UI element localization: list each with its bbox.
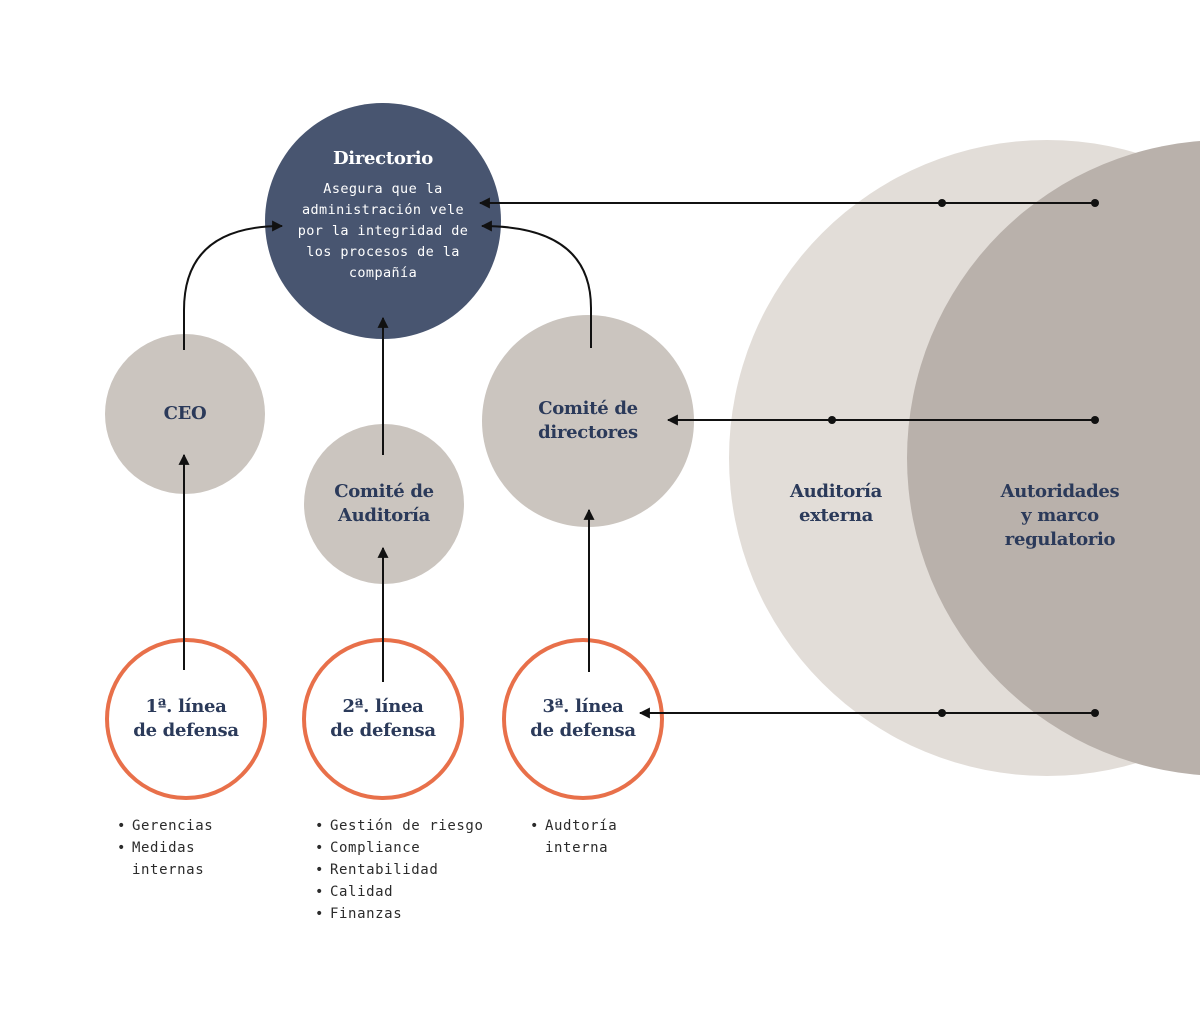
linea-3-list: Audtoría interna [530, 815, 617, 859]
linea-1-list: Gerencias Medidas internas [117, 815, 213, 881]
linea-2-node: 2ª. línea de defensa [302, 638, 464, 800]
linea-1-node: 1ª. línea de defensa [105, 638, 267, 800]
directorio-title: Directorio [333, 147, 433, 169]
list-item: Gerencias [117, 815, 213, 837]
ceo-title: CEO [163, 403, 207, 424]
autoridades-label: Autoridades y marco regulatorio [1000, 481, 1120, 550]
linea-2-list: Gestión de riesgo Compliance Rentabilida… [315, 815, 484, 925]
list-item: Compliance [315, 837, 484, 859]
comite-directores-title: Comité de directores [538, 398, 638, 443]
list-item: Rentabilidad [315, 859, 484, 881]
list-item: Finanzas [315, 903, 484, 925]
linea-2-title: 2ª. línea de defensa [330, 696, 436, 741]
comite-auditoria-node: Comité de Auditoría [304, 424, 464, 584]
list-item: Medidas internas [117, 837, 213, 881]
auditoria-externa-label: Auditoría externa [789, 481, 883, 526]
directorio-node: Directorio Asegura que la administración… [265, 103, 501, 339]
ceo-node: CEO [105, 334, 265, 494]
directorio-description: Asegura que la administración vele por l… [297, 180, 469, 281]
comite-directores-node: Comité de directores [482, 315, 694, 527]
list-item: Audtoría interna [530, 815, 617, 859]
comite-auditoria-title: Comité de Auditoría [334, 481, 434, 526]
linea-3-title: 3ª. línea de defensa [530, 696, 636, 741]
linea-1-title: 1ª. línea de defensa [133, 696, 239, 741]
autoridades-circle [907, 141, 1200, 775]
list-item: Calidad [315, 881, 484, 903]
list-item: Gestión de riesgo [315, 815, 484, 837]
linea-3-node: 3ª. línea de defensa [502, 638, 664, 800]
